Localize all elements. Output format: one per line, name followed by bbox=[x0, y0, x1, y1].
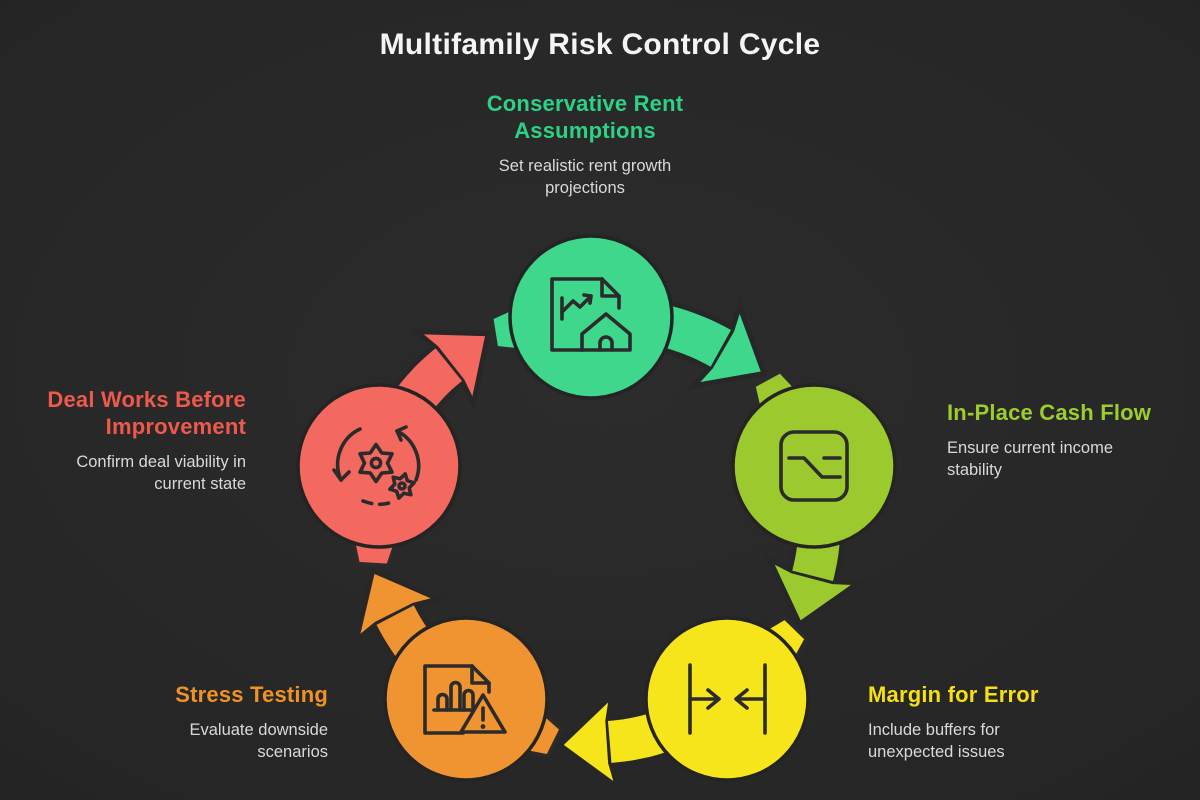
document-warning-icon bbox=[423, 664, 507, 735]
step-subtext: Ensure current income stability bbox=[947, 438, 1197, 481]
step-heading-line: Stress Testing bbox=[175, 682, 328, 707]
arrow-head-in-place-cash-flow-to-margin-for-error bbox=[764, 553, 866, 628]
step-subtext: Confirm deal viability in current state bbox=[0, 452, 246, 495]
step-subtext-line: Ensure current income bbox=[947, 439, 1113, 457]
label-stress-testing: Stress Testing Evaluate downside scenari… bbox=[78, 681, 328, 763]
arrow-head-margin-for-error-to-stress-testing bbox=[556, 688, 623, 794]
node-stress-testing bbox=[383, 616, 549, 782]
step-subtext: Include buffers for unexpected issues bbox=[868, 720, 1118, 763]
step-heading-line: Margin for Error bbox=[868, 682, 1039, 707]
step-heading-line: In-Place Cash Flow bbox=[947, 400, 1152, 425]
label-deal-works-before-improvement: Deal Works Before Improvement Confirm de… bbox=[0, 386, 246, 495]
node-conservative-rent-assumptions bbox=[508, 234, 674, 400]
step-heading-line: Improvement bbox=[105, 414, 246, 439]
step-subtext: Set realistic rent growth projections bbox=[385, 156, 785, 199]
node-margin-for-error bbox=[644, 616, 810, 782]
label-conservative-rent-assumptions: Conservative Rent Assumptions Set realis… bbox=[385, 90, 785, 199]
gears-cycle-icon bbox=[332, 425, 421, 507]
step-subtext-line: scenarios bbox=[257, 742, 328, 761]
step-subtext-line: current state bbox=[154, 474, 246, 493]
step-subtext-line: Evaluate downside bbox=[189, 721, 328, 739]
step-subtext: Evaluate downside scenarios bbox=[78, 720, 328, 763]
page-title: Multifamily Risk Control Cycle bbox=[379, 28, 821, 61]
arrow-head-deal-works-before-improvement-to-conservative-rent-assumptions bbox=[409, 328, 492, 412]
step-subtext-line: projections bbox=[545, 178, 625, 197]
step-heading-line: Assumptions bbox=[514, 118, 656, 143]
label-in-place-cash-flow: In-Place Cash Flow Ensure current income… bbox=[947, 399, 1197, 481]
step-subtext-line: Include buffers for bbox=[868, 721, 1000, 739]
arrow-head-stress-testing-to-deal-works-before-improvement bbox=[352, 567, 447, 647]
arrow-head-conservative-rent-assumptions-to-in-place-cash-flow bbox=[686, 298, 768, 390]
step-heading-line: Conservative Rent bbox=[486, 91, 684, 116]
step-heading-line: Deal Works Before bbox=[47, 387, 246, 412]
step-subtext-line: Confirm deal viability in bbox=[76, 453, 246, 471]
cash-flow-step-icon bbox=[779, 430, 849, 502]
compress-arrows-icon bbox=[688, 663, 767, 735]
step-subtext-line: stability bbox=[947, 460, 1003, 479]
document-chart-house-icon bbox=[550, 277, 632, 352]
label-margin-for-error: Margin for Error Include buffers for une… bbox=[868, 681, 1118, 763]
step-subtext-line: Set realistic rent growth bbox=[498, 157, 672, 175]
step-subtext-line: unexpected issues bbox=[868, 742, 1005, 761]
